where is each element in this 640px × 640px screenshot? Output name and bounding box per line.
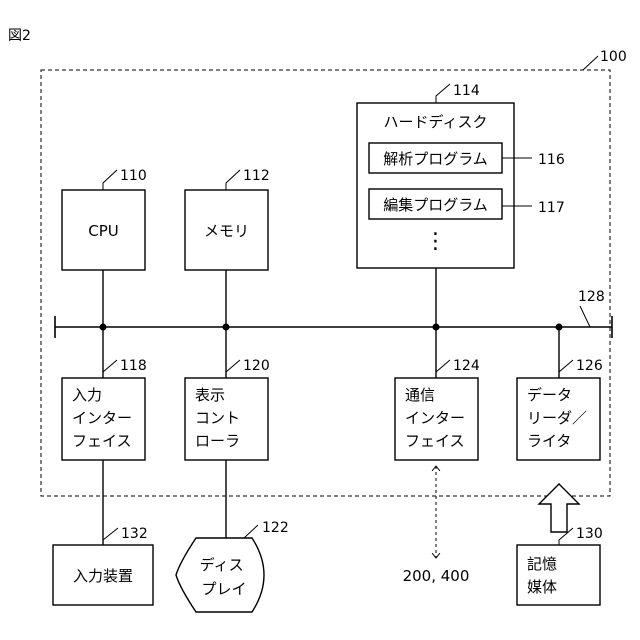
storage-medium-ref-label: 130 — [576, 526, 603, 542]
input-device-ref-label: 132 — [121, 526, 148, 542]
cpu-label: CPU — [88, 222, 119, 240]
input-interface-leader-line — [103, 360, 117, 378]
network-target-label: 200, 400 — [403, 567, 470, 585]
bus-leader-line — [580, 306, 590, 327]
data-reader-writer-ref-label: 126 — [576, 358, 603, 374]
display-controller-leader-line — [226, 360, 240, 378]
input-device-label: 入力装置 — [73, 567, 133, 585]
memory-leader-line — [226, 170, 240, 190]
memory-label: メモリ — [204, 222, 249, 240]
storage-medium-block — [517, 545, 600, 605]
cpu-leader-line — [103, 170, 117, 190]
analysis-program-ref-label: 116 — [538, 152, 565, 168]
insert-medium-arrow — [539, 484, 579, 532]
comm-interface-ref-label: 124 — [453, 358, 480, 374]
data-reader-writer-leader-line — [559, 360, 573, 378]
analysis-program-label: 解析プログラム — [383, 150, 488, 168]
editing-program-ref-label: 117 — [538, 200, 565, 216]
figure-label: 図2 — [8, 28, 31, 44]
input-device-leader-line — [103, 528, 118, 545]
bus-ref-label: 128 — [578, 289, 605, 305]
comm-interface-leader-line — [436, 360, 450, 378]
display-leader-line — [244, 525, 258, 538]
editing-program-label: 編集プログラム — [383, 196, 488, 214]
system-leader-line — [583, 56, 598, 70]
hard-disk-leader-line — [436, 84, 450, 103]
display-ref-label: 122 — [262, 520, 289, 536]
cpu-ref-label: 110 — [120, 168, 147, 184]
input-interface-ref-label: 118 — [120, 358, 147, 374]
more-programs-ellipsis: ⋮ — [425, 229, 447, 254]
memory-ref-label: 112 — [243, 168, 270, 184]
display-shape — [176, 538, 264, 612]
display-controller-ref-label: 120 — [243, 358, 270, 374]
hard-disk-ref-label: 114 — [453, 83, 480, 99]
hard-disk-label: ハードディスク — [384, 113, 488, 131]
system-ref-label: 100 — [600, 49, 627, 65]
